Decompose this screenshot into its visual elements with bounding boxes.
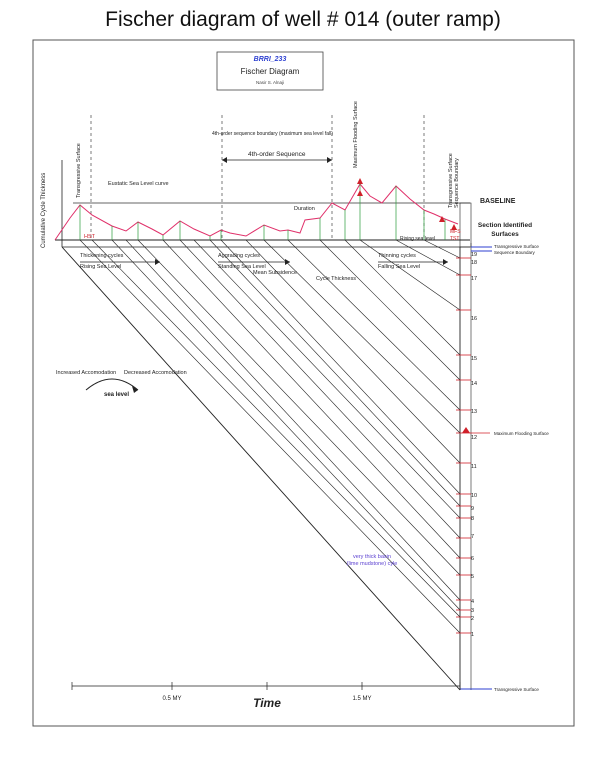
subsidence-lines [79,239,461,634]
cumulative-thickness-label: Cumulative Cycle Thickness [41,173,47,248]
cycle-thickness-label: Cycle Thickness [316,276,356,282]
decreased-accomodation-label: Decreased Accomodation [124,370,187,376]
cycle-number: 4 [471,599,474,605]
ts-right-label: Transgressive Surface [448,153,454,208]
legend-box [216,51,324,91]
accommodation-arrow-head [132,386,138,393]
eustatic-curve [54,183,459,241]
mfs-short-label: MFS [450,229,461,235]
legend-name: Fischer Diagram [241,67,300,76]
cycle-number: 1 [471,632,474,638]
cycle-ticks [79,184,446,240]
thinning-cycles-label: Thinning cycles [378,253,416,259]
diagram-frame [32,39,575,727]
cycle-number: 3 [471,608,474,614]
cycle-numbers: 19 18 17 16 15 14 13 12 11 10 9 8 7 6 5 … [471,252,477,638]
tst-label: TST [450,236,459,242]
accommodation-curve [85,378,139,391]
sequence-arrow-left-head [222,157,227,163]
baseline-label: BASELINE [480,198,516,205]
thickening-cycles-label: Thickening cycles [80,253,124,259]
standing-sea-level-label: Standing Sea Level [218,264,266,270]
basin-note-line-2: (lime mudstone) cyle [347,561,398,567]
cycle-number: 10 [471,493,477,499]
sb-right-label: Sequence Boundary [454,158,460,208]
mfs-legend-label: Maximum Flooding Surface [494,431,549,436]
hst-label: HST [84,234,96,240]
ts-legend-label: Transgressive Surface [494,244,539,249]
tick-label-05: 0.5 MY [162,696,181,702]
ts-bottom-label: Transgressive Surface [494,687,539,692]
duration-label: Duration [294,206,315,212]
red-markers [357,178,457,230]
legend-code: BRRI_233 [254,56,287,63]
legend-author: Nasir S. Alnaji [256,80,284,85]
mfs-top-label: Maximum Flooding Surface [353,101,359,168]
cycle-number: 7 [471,534,474,540]
mfs-marker [462,427,470,433]
increased-accomodation-label: Increased Accomodation [56,370,116,376]
sequence-arrow-right-head [327,157,332,163]
sb-legend-label: Sequence Boundary [494,250,536,255]
tick-label-15: 1.5 MY [352,696,371,702]
cycle-number: 9 [471,506,474,512]
section-top-box [459,202,472,248]
falling-sea-level-label: Falling Sea Level [378,264,420,270]
cycle-number: 13 [471,409,477,415]
cycle-number: 15 [471,356,477,362]
surfaces-label: Surfaces [491,231,519,238]
aggrading-cycles-label: Aggrading cycles [218,253,260,259]
sea-level-label: sea level [104,392,129,398]
basin-note-line-1: very thick basin [353,554,391,560]
cycle-number: 2 [471,616,474,622]
fourth-order-sequence-label: 4th-order Sequence [248,151,306,158]
cycle-number: 16 [471,316,477,322]
cycle-number: 5 [471,574,474,580]
page-title: Fischer diagram of well # 014 (outer ram… [105,8,501,31]
cycle-number: 12 [471,435,477,441]
cycle-number: 8 [471,516,474,522]
cycle-number: 19 [471,252,477,258]
section-identified-label: Section Identified [478,222,532,229]
eustatic-curve-label: Eustatic Sea Level curve [108,181,169,187]
cycle-number: 14 [471,381,477,387]
mean-subsidence-label: Mean Subsidence [253,270,297,276]
rising-sea-level-small-label: Rising sea level [400,236,435,242]
time-axis-label: Time [253,696,281,710]
diagonal-left [61,246,461,691]
transgressive-surface-left-label: Transgressive Surface [76,143,82,198]
cycle-number: 18 [471,260,477,266]
time-axis-ticks [71,682,461,690]
section-ticks [456,257,471,634]
trend-arrow-heads [155,259,448,265]
rising-sea-level-label: Rising Sea Level [80,264,121,270]
sequence-boundary-note: 4th-order sequence boundary (maximum sea… [212,131,333,137]
cycle-number: 6 [471,556,474,562]
cycle-number: 17 [471,276,477,282]
cycle-number: 11 [471,464,477,470]
